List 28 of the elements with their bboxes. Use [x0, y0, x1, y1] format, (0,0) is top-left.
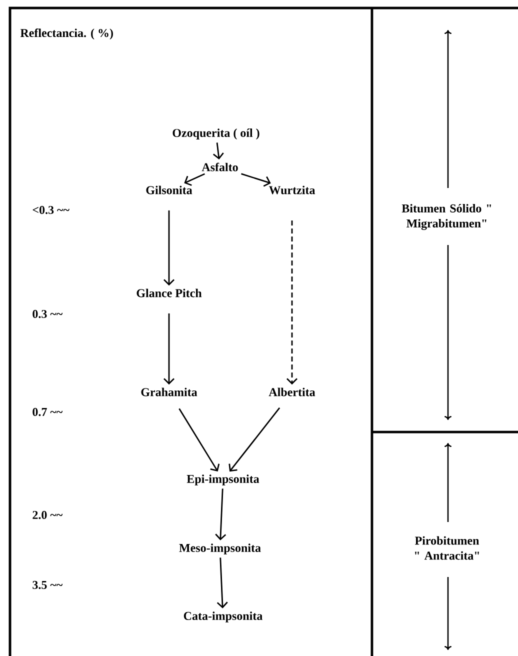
arrow	[178, 408, 220, 472]
arrow	[184, 173, 205, 186]
category-label: Bitumen Sólido " Migrabitumen"	[402, 204, 491, 230]
mineral-name: Wurtzita	[268, 186, 316, 194]
mineral-name: Asfalto	[202, 162, 238, 172]
mineral-name: Glance Pitch	[136, 288, 202, 298]
arrow	[241, 173, 271, 187]
scale-label: <0.3 ~~	[32, 206, 70, 214]
mineral-name: Ozoquerita ( oíl )	[172, 128, 260, 140]
arrow	[286, 220, 298, 385]
category-label: Pirobitumen " Antracita"	[414, 536, 480, 560]
arrow	[228, 407, 280, 472]
scale-label: 0.7 ~~	[32, 408, 63, 416]
mineral-name: Cata-impsonita	[184, 612, 262, 622]
scale-label: 3.5 ~~	[32, 580, 63, 590]
mineral-name: Epi-impsonita	[186, 474, 260, 486]
scale-label: 2.0 ~~	[32, 510, 63, 520]
mineral-name: Meso-impsonita	[179, 544, 261, 554]
mineral-name: Grahamita	[141, 388, 198, 396]
axis-title: Reflectancia. ( %)	[20, 28, 113, 40]
arrow	[212, 142, 224, 160]
mineral-name: Gilsonita	[146, 186, 192, 194]
scale-label: 0.3 ~~	[32, 310, 63, 318]
arrow	[164, 313, 174, 385]
arrow	[216, 558, 228, 608]
arrow	[164, 210, 174, 286]
arrow	[215, 488, 226, 540]
mineral-name: Albertita	[268, 388, 316, 396]
